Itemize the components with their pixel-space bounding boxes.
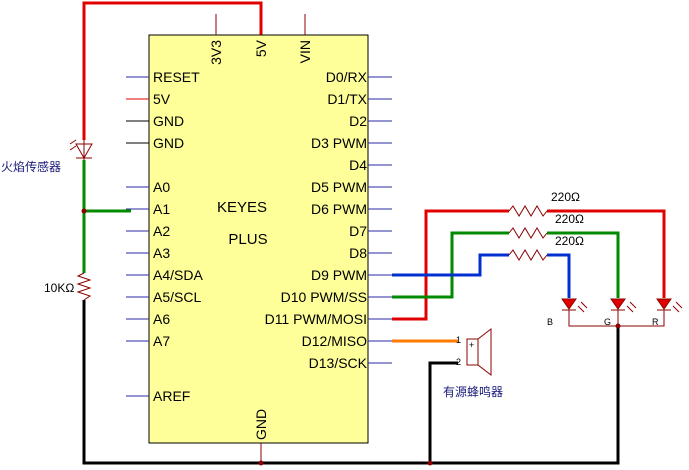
resistor-220	[508, 249, 548, 261]
left-pin-label: A6	[153, 311, 170, 327]
right-pin-label: D8	[349, 245, 367, 261]
right-pin-label: D3 PWM	[311, 135, 367, 151]
led-label: G	[604, 317, 611, 327]
resistor-10k-label: 10KΩ	[44, 281, 74, 295]
flame-sensor-arrows-icon	[69, 139, 77, 151]
left-pin-label: GND	[153, 113, 184, 129]
blue-wire-d9	[392, 253, 509, 277]
buzzer-plus-mark: +	[469, 340, 474, 350]
left-pin-label: RESET	[153, 69, 200, 85]
green-wire-led-g	[547, 231, 620, 298]
resistor-220	[508, 227, 548, 239]
left-pin-label: A5/SCL	[153, 289, 201, 305]
green-wire-d10	[392, 231, 509, 299]
wires-layer	[81, 1, 666, 466]
top-pin-label: 5V	[253, 39, 269, 57]
red-wire-led-r	[547, 209, 666, 298]
right-pin-label: D12/MISO	[302, 333, 367, 349]
top-pin-label: 3V3	[208, 40, 224, 65]
left-pin-label: AREF	[153, 388, 190, 404]
left-pin-label: A3	[153, 245, 170, 261]
flame-sensor-label: 火焰传感器	[1, 159, 61, 174]
left-pin-label: GND	[153, 135, 184, 151]
left-pin-label: A1	[153, 201, 170, 217]
led-body	[610, 298, 626, 310]
right-pin-label: D13/SCK	[309, 355, 368, 371]
left-pin-label: A4/SDA	[153, 267, 203, 283]
blue-wire-led-b	[547, 253, 571, 298]
resistor-220	[508, 205, 548, 217]
buzzer-cone	[477, 327, 492, 377]
right-pin-label: D9 PWM	[311, 267, 367, 283]
left-pin-label: A0	[153, 179, 170, 195]
led-arrows-icon	[577, 301, 588, 313]
right-pin-label: D6 PWM	[311, 201, 367, 217]
board-model: PLUS	[228, 231, 267, 248]
ground-wire-main	[82, 300, 620, 465]
resistor-220-label: 220Ω	[555, 212, 584, 226]
left-pin-label: 5V	[153, 91, 171, 107]
red-wire-d11	[392, 209, 509, 321]
ground-wire-buzzer	[428, 361, 458, 463]
flame-sensor-diode	[75, 143, 93, 160]
led-arrows-icon	[626, 301, 637, 313]
led-common-wire	[568, 310, 665, 327]
board-body	[148, 34, 369, 444]
led-body	[656, 298, 672, 310]
resistor-10k	[76, 272, 92, 301]
led-label: B	[547, 317, 553, 327]
led-body	[561, 298, 577, 310]
right-pin-label: D1/TX	[327, 91, 367, 107]
right-pin-label: D7	[349, 223, 367, 239]
junction-dot	[81, 208, 87, 214]
junction-dot	[427, 460, 433, 466]
resistor-220-label: 220Ω	[551, 190, 580, 204]
board-name: KEYES	[217, 199, 267, 216]
buzzer-pin-1: 1	[456, 335, 461, 345]
buzzer-label: 有源蜂鸣器	[443, 384, 503, 399]
led-arrows-icon	[672, 301, 683, 313]
top-pin-label: VIN	[297, 40, 313, 63]
resistor-220-label: 220Ω	[555, 234, 584, 248]
left-pin-label: A2	[153, 223, 170, 239]
components-layer: 火焰传感器 10KΩ 220Ω 220Ω 220Ω B G R 1 2 + 有源蜂鸣器	[1, 139, 683, 399]
right-pin-label: D0/RX	[326, 69, 368, 85]
buzzer-pin-2: 2	[456, 357, 461, 367]
right-pin-label: D11 PWM/MOSI	[265, 311, 367, 327]
led-label: R	[652, 317, 659, 327]
right-pin-label: D10 PWM/SS	[281, 289, 367, 305]
right-pin-label: D2	[349, 113, 367, 129]
bottom-pin-label: GND	[253, 409, 269, 440]
right-pin-label: D4	[349, 157, 367, 173]
left-pin-label: A7	[153, 333, 170, 349]
right-pin-label: D5 PWM	[311, 179, 367, 195]
